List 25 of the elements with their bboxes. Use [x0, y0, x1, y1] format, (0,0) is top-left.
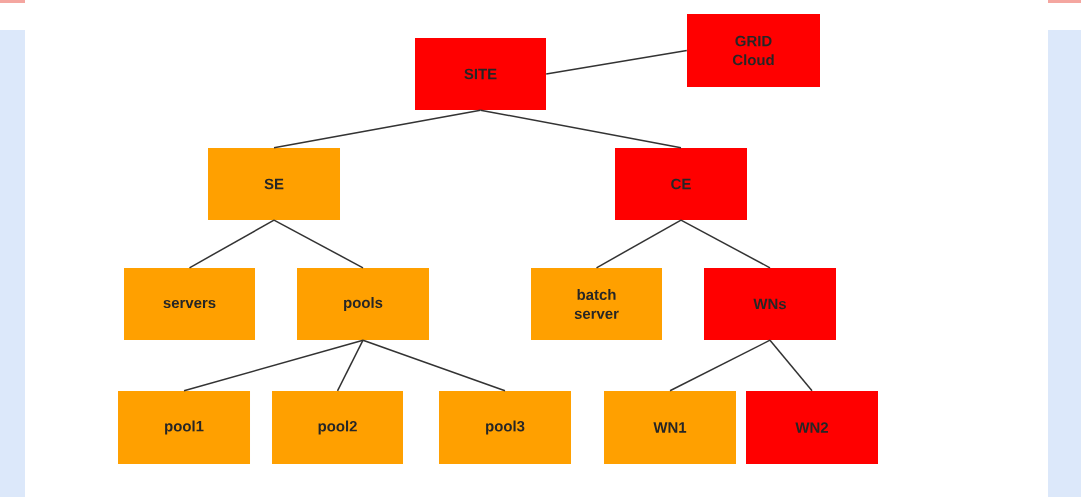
connector-line [336, 339, 364, 392]
box: WNs [704, 268, 836, 340]
connector-line [273, 109, 482, 149]
connector-line [273, 219, 364, 269]
box: pool3 [439, 391, 571, 464]
box: WN1 [604, 391, 736, 464]
connector-line [545, 49, 688, 75]
connector-line [669, 339, 771, 392]
connector-line [769, 339, 813, 392]
connector-line [183, 339, 364, 392]
connector-line [479, 109, 682, 149]
box: SE [208, 148, 340, 220]
box: pools [297, 268, 429, 340]
box: pool1 [118, 391, 250, 464]
box: pool2 [272, 391, 403, 464]
box: CE [615, 148, 747, 220]
connector-line [680, 219, 771, 269]
box: WN2 [746, 391, 878, 464]
connector-line [188, 219, 275, 269]
box: servers [124, 268, 255, 340]
connector-line [362, 339, 506, 392]
box: GRID Cloud [687, 14, 820, 87]
connector-line [595, 219, 682, 269]
box: SITE [415, 38, 546, 110]
box: batch server [531, 268, 662, 340]
